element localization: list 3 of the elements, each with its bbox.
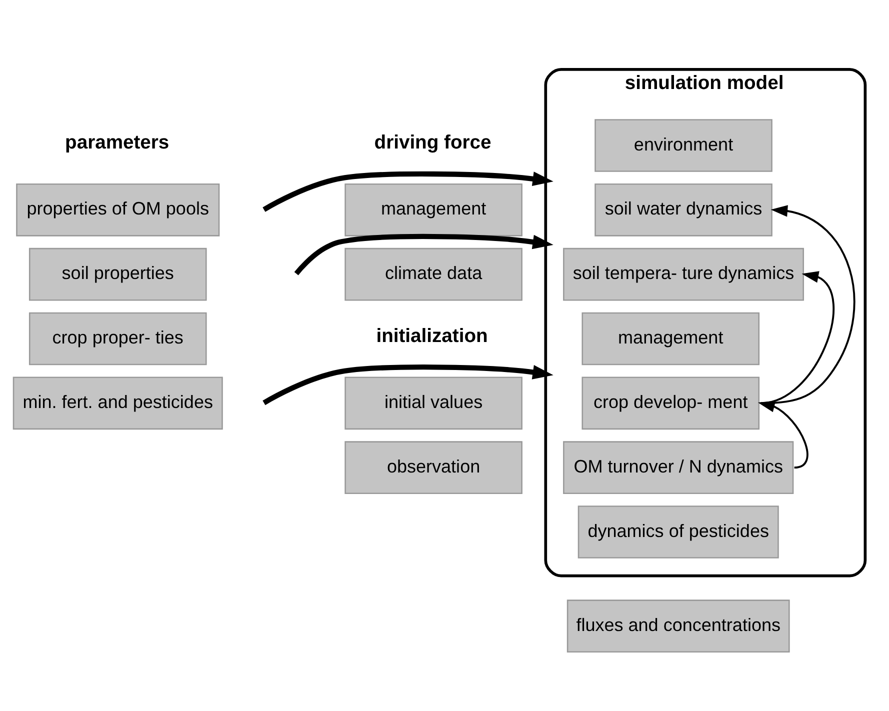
label: driving force [374,132,492,154]
label: parameters [65,132,170,154]
label: initialization [376,326,488,347]
